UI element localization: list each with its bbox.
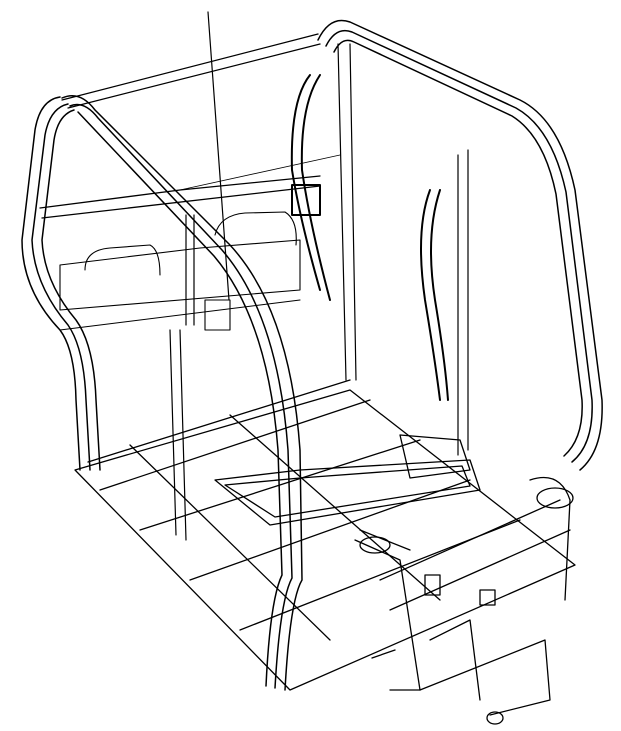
front-pillar-tube (61, 95, 303, 691)
left-cage-tube (21, 96, 101, 471)
hose-assembly (290, 74, 449, 401)
seat-frame (59, 211, 301, 331)
leader-line (207, 11, 230, 301)
right-arch-tube (317, 19, 603, 471)
roof-frame (39, 33, 341, 219)
floor-frame (74, 379, 576, 691)
vertical-posts (169, 43, 469, 541)
front-subframe (354, 476, 574, 725)
